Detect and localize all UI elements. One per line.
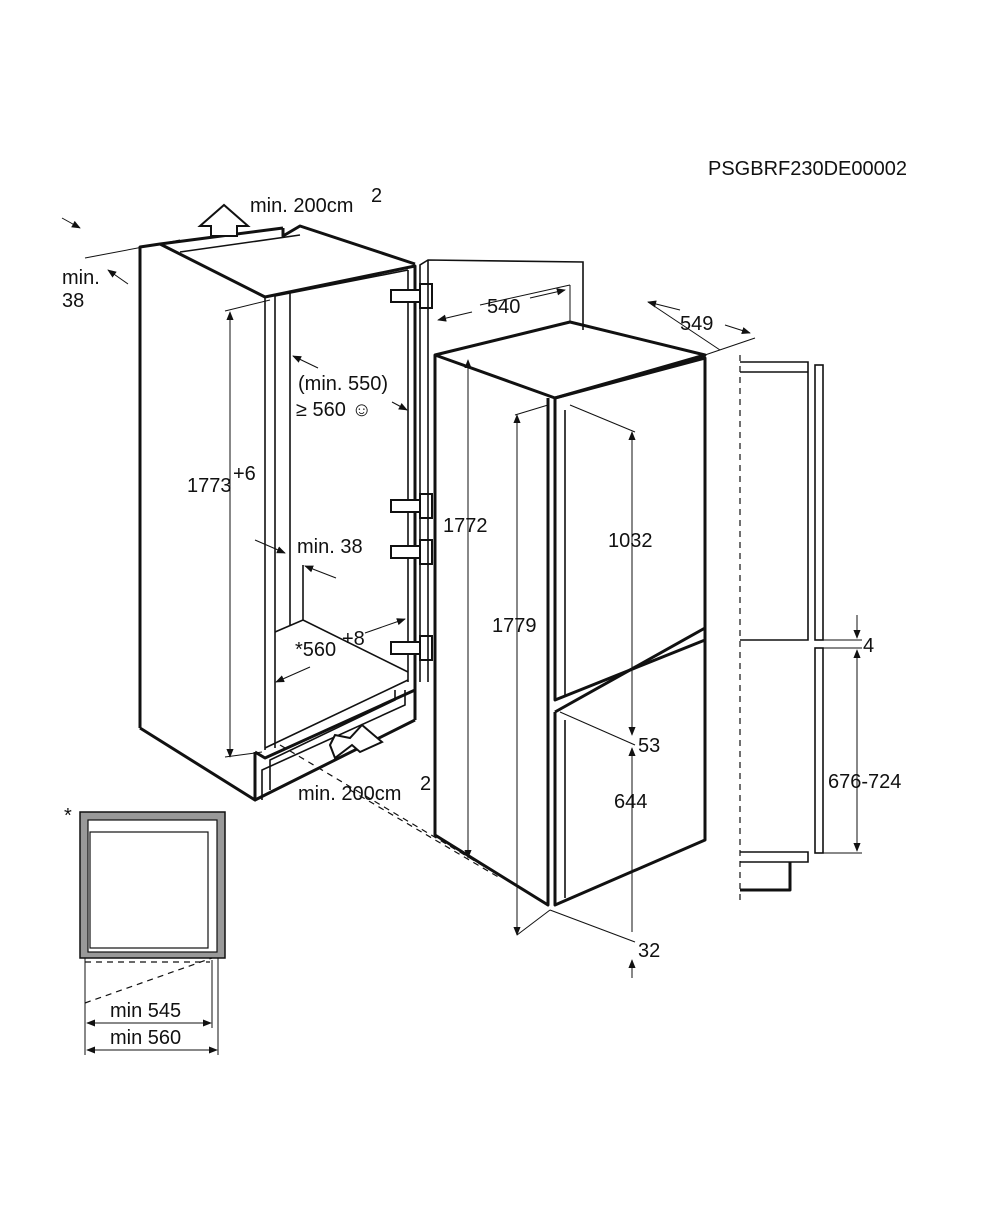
inset-min-560: min 560 (110, 1027, 181, 1049)
bottom-height: 32 (638, 940, 660, 962)
vent-bottom-label: min. 200cm (298, 783, 401, 805)
product-code: PSGBRF230DE00002 (708, 158, 907, 180)
vent-top-label: min. 200cm (250, 195, 353, 217)
appliance-height-body: 1772 (443, 515, 488, 537)
vent-top-sup: 2 (371, 185, 382, 207)
appliance-height-total: 1779 (492, 615, 537, 637)
side-gap: 4 (863, 635, 874, 657)
inset-top-view (79, 811, 226, 1055)
hinges (390, 283, 433, 661)
upper-door-height: 1032 (608, 530, 653, 552)
cabinet-niche (61, 203, 491, 871)
side-view (739, 355, 862, 905)
niche-width-pref-label: ≥ 560 ☺ (296, 399, 372, 421)
door-gap: 53 (638, 735, 660, 757)
appliance-width: 540 (487, 296, 520, 318)
vent-bottom-arrow-icon (328, 723, 384, 760)
side-range: 676-724 (828, 771, 901, 793)
appliance (349, 284, 756, 978)
vent-top-arrow-icon (197, 203, 251, 237)
niche-depth-label: *560 (295, 639, 336, 661)
door-panel (419, 259, 584, 682)
back-gap-label: min. 38 (297, 536, 363, 558)
appliance-depth: 549 (680, 313, 713, 335)
niche-depth-tol: +8 (342, 628, 365, 650)
top-gap-label-1: min. (62, 267, 100, 289)
inset-min-545: min 545 (110, 1000, 181, 1022)
inset-asterisk: * (64, 805, 72, 827)
niche-height-label: 1773 (187, 475, 232, 497)
lower-door-height: 644 (614, 791, 647, 813)
top-gap-label-2: 38 (62, 290, 84, 312)
niche-height-tol: +6 (233, 463, 256, 485)
vent-bottom-sup: 2 (420, 773, 431, 795)
niche-width-min-label: (min. 550) (298, 373, 388, 395)
